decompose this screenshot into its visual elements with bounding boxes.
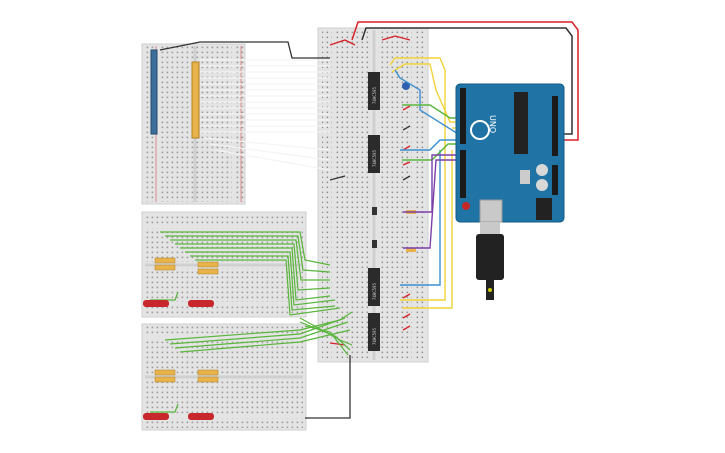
resistor-r2 [406, 248, 416, 252]
resistors-bottom-board [154, 369, 219, 383]
purple-wires [403, 154, 458, 249]
svg-text:74HC595: 74HC595 [372, 283, 377, 300]
green-wires-arduino [402, 104, 458, 161]
white-wire-bundle [200, 59, 331, 171]
led-bar-graph [150, 49, 158, 135]
svg-text:74HC595: 74HC595 [372, 328, 377, 345]
chip-u3: 74HC595 [368, 268, 380, 306]
capacitor-2 [372, 240, 377, 248]
red-wire-long [351, 21, 579, 141]
arduino-logo-icon [470, 120, 490, 140]
chip-u2: 74HC595 [368, 135, 380, 173]
arduino-uno-board: UNO [455, 83, 565, 223]
black-wire-bottom [305, 355, 351, 419]
yellow-wires [389, 57, 458, 309]
power-jack [536, 198, 552, 220]
chip-u1: 74HC595 [368, 72, 380, 110]
black-wire-long [361, 27, 573, 135]
black-wire-top [159, 41, 330, 59]
usb-port [479, 199, 503, 223]
leds-bottom-board [143, 413, 214, 420]
led-blue [402, 82, 410, 90]
green-wire-bundle [150, 231, 353, 413]
reset-button[interactable] [462, 202, 470, 210]
red-jumpers-center [329, 35, 411, 346]
leds-mid-board [143, 300, 214, 307]
svg-text:74HC595: 74HC595 [372, 150, 377, 167]
capacitor-1 [372, 207, 377, 215]
chip-u4: 74HC595 [368, 313, 380, 351]
resistor-network [191, 61, 200, 139]
resistors-mid-board [154, 257, 219, 275]
svg-text:UNO: UNO [488, 115, 497, 133]
breadboard-bottom-left [141, 323, 307, 431]
svg-text:74HC595: 74HC595 [372, 87, 377, 104]
usb-cable [476, 222, 504, 300]
black-jumpers-center [329, 125, 411, 181]
